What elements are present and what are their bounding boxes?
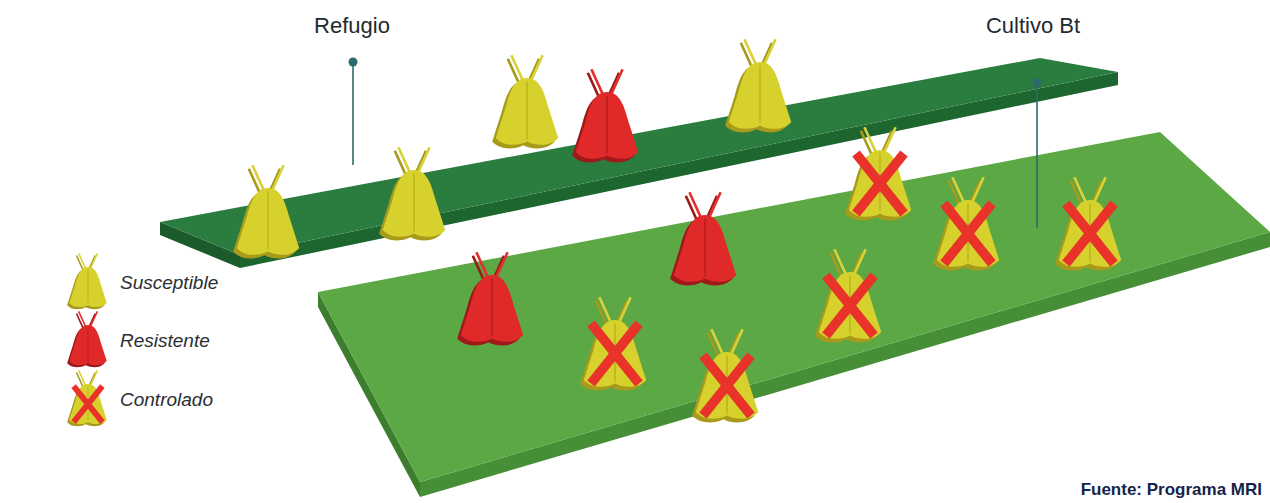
legend-text: Controlado (120, 389, 213, 411)
bt-crop-slab (318, 132, 1270, 497)
legend-text: Susceptible (120, 272, 218, 294)
region-label: Refugio (314, 13, 390, 38)
legend-icon (67, 253, 107, 426)
region-label: Cultivo Bt (986, 13, 1080, 38)
legend-text: Resistente (120, 330, 210, 352)
source-note: Fuente: Programa MRI (1081, 480, 1262, 500)
moth-icon (457, 127, 1121, 422)
